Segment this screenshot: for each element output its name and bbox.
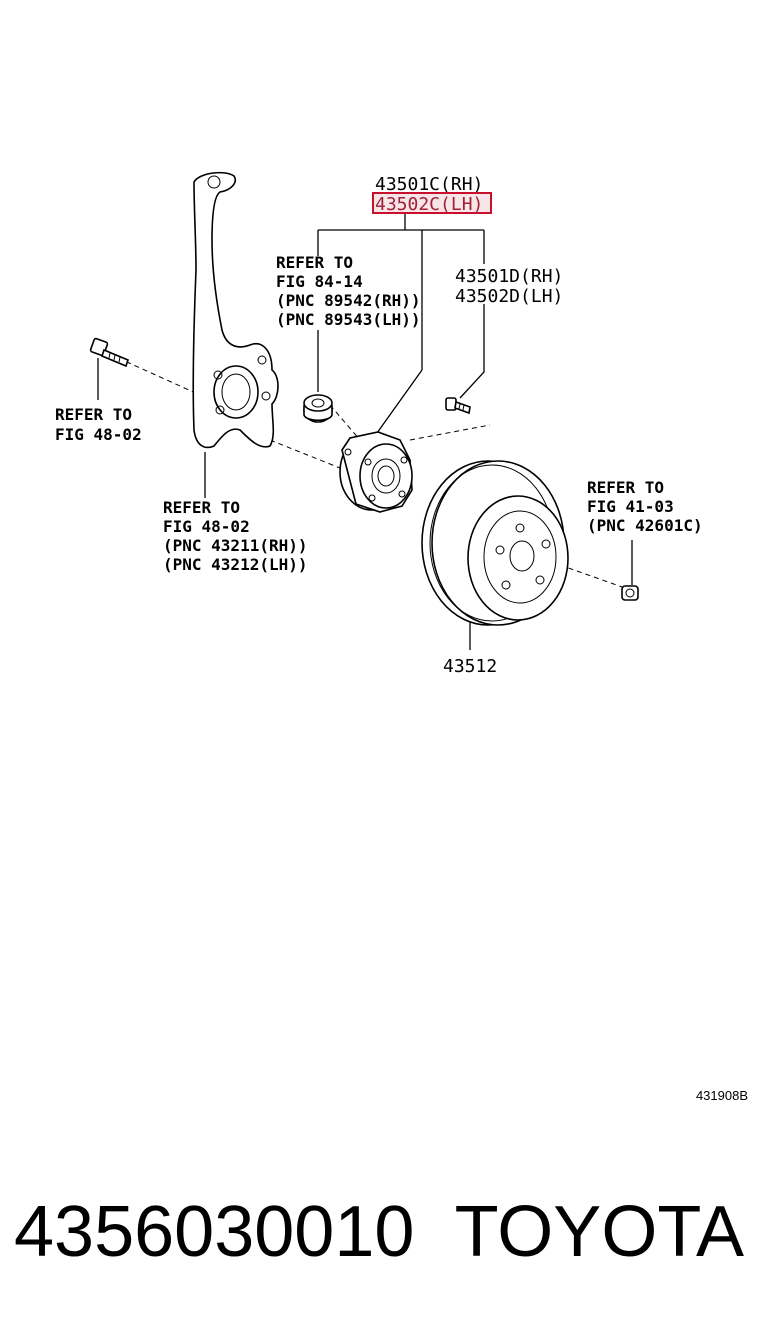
- footer-part-number: 4356030010: [14, 1192, 414, 1272]
- callout-bolt-rh[interactable]: 43501D(RH): [455, 266, 563, 287]
- callout-disc[interactable]: 43512: [443, 656, 497, 677]
- svg-text:(PNC 89542(RH)): (PNC 89542(RH)): [276, 291, 421, 310]
- hub-assembly-drawing: [339, 431, 413, 513]
- svg-text:(PNC 43211(RH)): (PNC 43211(RH)): [163, 536, 308, 555]
- callout-hub-lh[interactable]: 43502C(LH): [375, 194, 483, 215]
- svg-text:REFER TO: REFER TO: [55, 405, 132, 424]
- svg-text:FIG 41-03: FIG 41-03: [587, 497, 674, 516]
- reference-knuckle: REFER TO FIG 48-02 (PNC 43211(RH)) (PNC …: [163, 498, 308, 574]
- steering-knuckle-drawing: [192, 171, 279, 449]
- figure-id: 431908B: [696, 1088, 748, 1103]
- axis-line-2: [269, 439, 346, 471]
- axis-line-1: [117, 357, 201, 396]
- callout-bolt-lh[interactable]: 43502D(LH): [455, 286, 563, 307]
- svg-text:REFER TO: REFER TO: [276, 253, 353, 272]
- svg-text:(PNC 89543(LH)): (PNC 89543(LH)): [276, 310, 421, 329]
- knuckle-bolt-drawing: [89, 337, 129, 368]
- leader-hub-bolt: [459, 304, 485, 399]
- disc-nut-drawing: [621, 585, 639, 601]
- axis-line-4: [559, 564, 626, 589]
- brake-disc-drawing: [421, 460, 569, 626]
- callout-hub-rh[interactable]: 43501C(RH): [375, 174, 483, 195]
- callout-bracket: [317, 214, 485, 370]
- leader-hub: [371, 369, 423, 441]
- svg-text:REFER TO: REFER TO: [587, 478, 664, 497]
- svg-text:FIG 48-02: FIG 48-02: [163, 517, 250, 536]
- footer-brand: TOYOTA: [455, 1192, 744, 1272]
- highlight-box: [372, 192, 492, 214]
- svg-text:(PNC 43212(LH)): (PNC 43212(LH)): [163, 555, 308, 574]
- svg-text:FIG 84-14: FIG 84-14: [276, 272, 363, 291]
- axis-line-5: [329, 404, 361, 441]
- hub-bolt-drawing: [445, 397, 471, 415]
- reference-disc-nut: REFER TO FIG 41-03 (PNC 42601C): [587, 478, 703, 535]
- axis-line-3: [409, 424, 491, 441]
- svg-text:(PNC 42601C): (PNC 42601C): [587, 516, 703, 535]
- svg-text:FIG 48-02: FIG 48-02: [55, 425, 142, 444]
- reference-nut: REFER TO FIG 84-14 (PNC 89542(RH)) (PNC …: [276, 253, 421, 329]
- hub-nut-drawing: [303, 394, 333, 423]
- reference-knuckle-bolt: REFER TO FIG 48-02: [55, 405, 142, 444]
- svg-text:REFER TO: REFER TO: [163, 498, 240, 517]
